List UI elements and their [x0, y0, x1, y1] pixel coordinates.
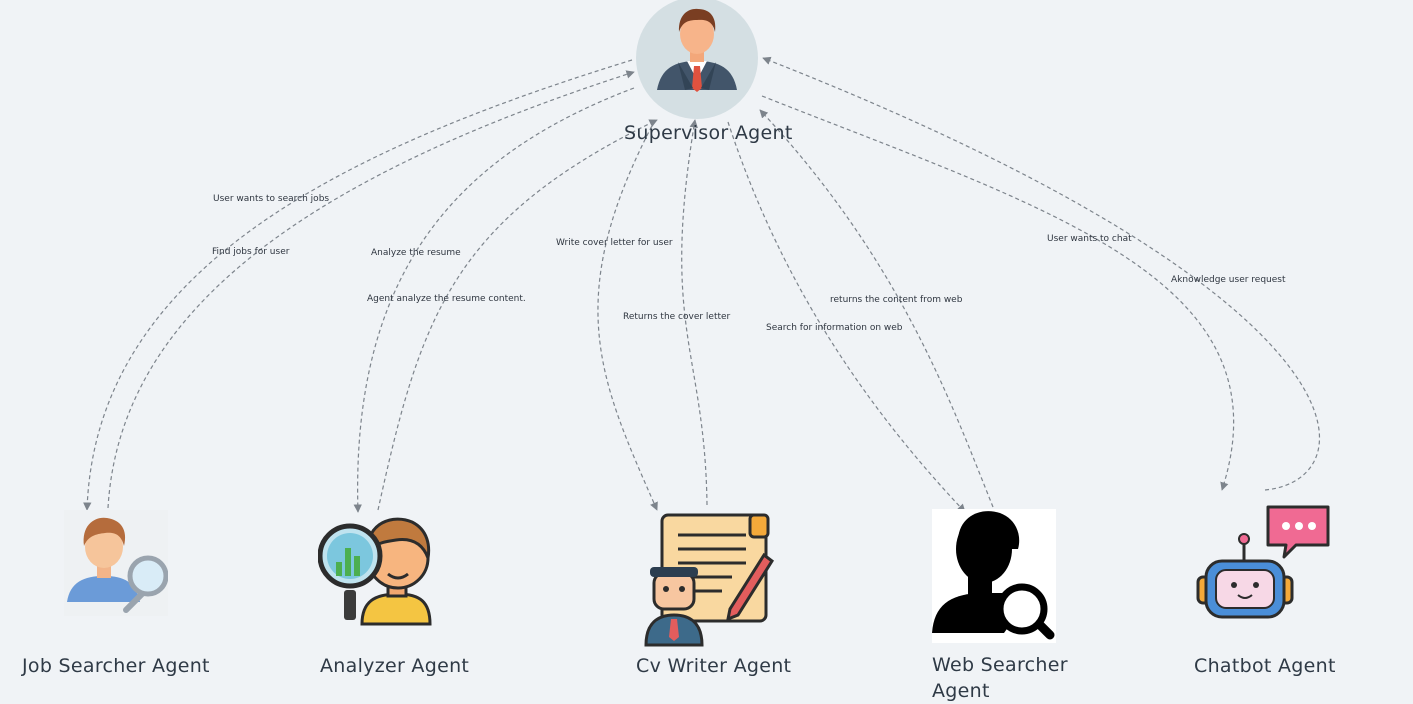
edge-label-returns-web: returns the content from web	[830, 295, 963, 305]
edge-supervisor-to-web-searcher	[727, 121, 966, 513]
user-search-icon	[64, 510, 168, 616]
edge-cv-writer-to-supervisor	[681, 119, 708, 506]
node-label-job-searcher: Job Searcher Agent	[22, 655, 210, 677]
person-search-silhouette-icon	[932, 509, 1056, 643]
edge-label-analyze-resume: Analyze the resume	[371, 248, 461, 258]
businessman-avatar-icon	[636, 0, 758, 119]
node-label-analyzer: Analyzer Agent	[320, 655, 470, 677]
edge-chatbot-to-supervisor	[762, 56, 1321, 491]
edge-label-wants-chat: User wants to chat	[1047, 234, 1132, 244]
edge-supervisor-to-cv-writer	[597, 119, 658, 511]
edge-web-searcher-to-supervisor	[759, 109, 994, 508]
node-label-web-searcher: Web Searcher Agent	[932, 654, 1068, 702]
edge-label-search-jobs: User wants to search jobs	[213, 194, 329, 204]
edge-label-returns-cover: Returns the cover letter	[623, 312, 731, 322]
robot-chat-icon	[1196, 505, 1330, 619]
edge-job-searcher-to-supervisor	[107, 70, 635, 509]
edge-label-find-jobs: Find jobs for user	[212, 247, 290, 257]
edge-label-search-web: Search for information on web	[766, 323, 903, 333]
node-label-chatbot: Chatbot Agent	[1194, 655, 1336, 677]
data-analyst-icon	[318, 517, 432, 626]
edge-supervisor-to-analyzer	[353, 87, 635, 513]
node-label-supervisor: Supervisor Agent	[624, 122, 793, 144]
edge-label-write-cover: Write cover letter for user	[556, 238, 673, 248]
edge-label-agent-analyze: Agent analyze the resume content.	[367, 294, 526, 304]
edge-supervisor-to-job-searcher	[83, 59, 633, 511]
edge-label-aknowledge: Aknowledge user request	[1171, 275, 1286, 285]
node-label-cv-writer: Cv Writer Agent	[636, 655, 792, 677]
document-writer-icon	[644, 513, 775, 647]
edge-analyzer-to-supervisor	[377, 119, 658, 511]
edge-supervisor-to-chatbot	[761, 95, 1235, 491]
